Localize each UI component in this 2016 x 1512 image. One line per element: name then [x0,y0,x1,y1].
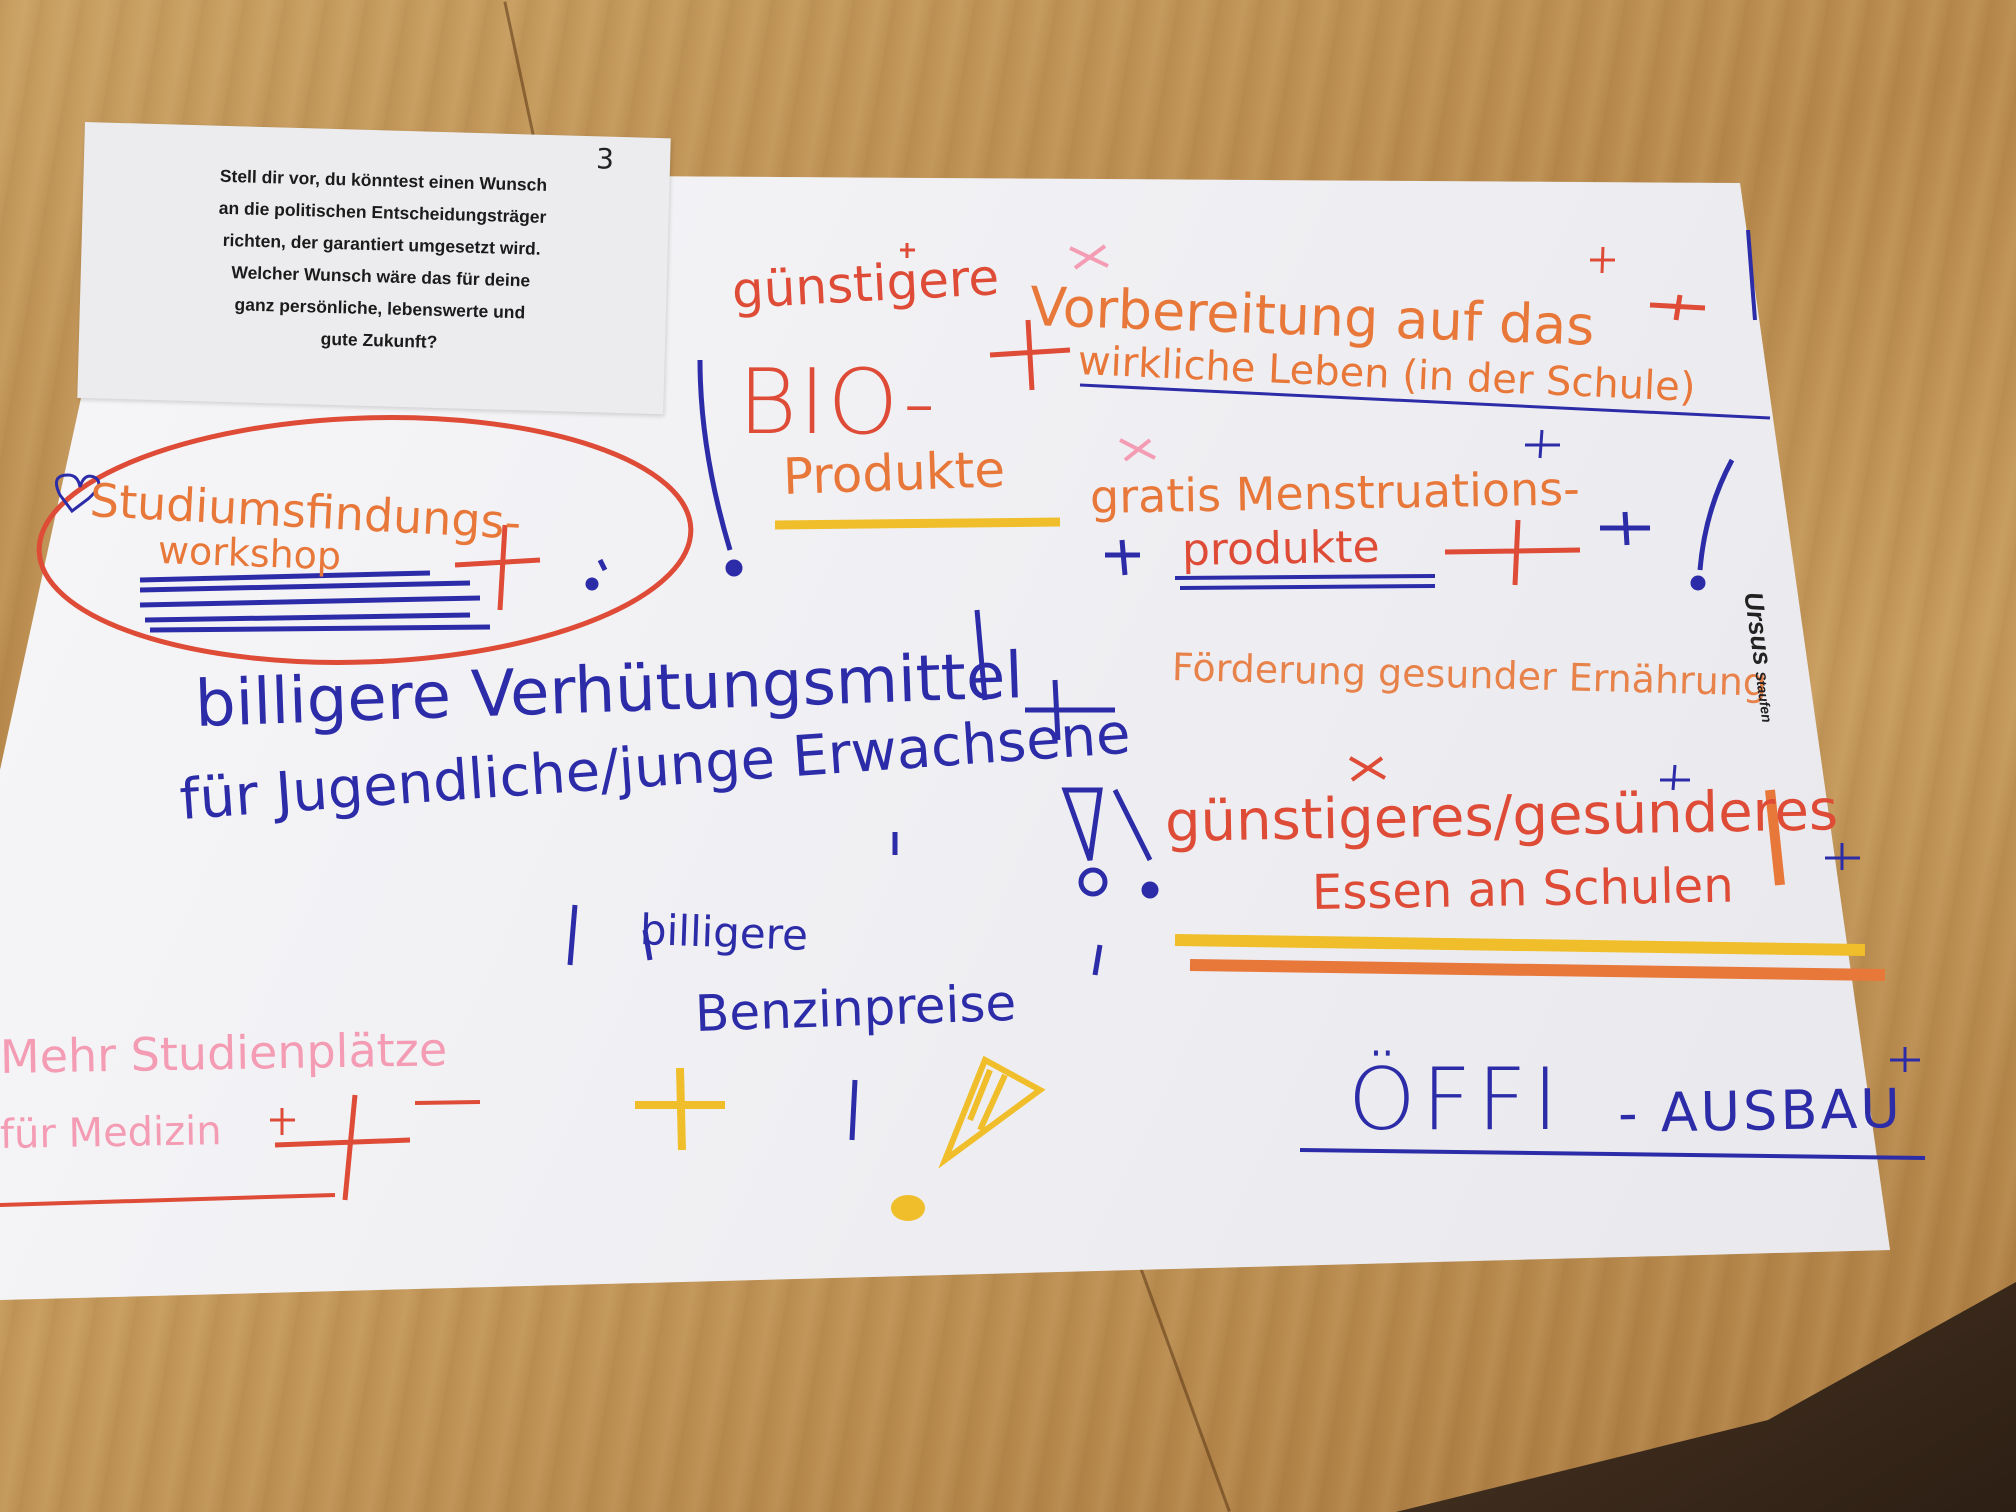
note-fuel-line2: Benzinpreise [693,973,1018,1043]
note-fuel-line1: billigere [639,905,809,960]
note-transit-main: ÖFFI [1348,1050,1564,1150]
note-bio-line2: BIO- [738,350,938,455]
workshop-underlines [139,570,491,633]
plus-votes [270,243,1920,1201]
note-bio-line3: Produkte [781,440,1006,506]
exclamation-marks [567,229,1757,1141]
note-transit-suffix: - AUSBAU [1617,1077,1904,1145]
food-underline-yellow [1174,934,1866,956]
note-medicine-line1: Mehr Studienplätze [0,1022,448,1084]
menstruation-underlines [1174,574,1436,590]
note-menstruation-line1: gratis Menstruations- [1089,461,1581,524]
food-exclamation [1765,789,1785,886]
food-underline-orange [1189,959,1886,981]
note-menstruation-line2: produkte [1181,521,1381,576]
heart-doodle [54,473,101,514]
note-food-line2: Essen an Schulen [1311,857,1735,921]
workshop-circle [36,415,694,665]
yellow-exclamation [891,1055,1046,1221]
school-underline [1079,383,1771,420]
cross-votes [1069,244,1386,782]
logo-product: Staufen [1752,670,1776,724]
note-food-line1: günstigeres/gesünderes [1164,778,1839,855]
note-medicine-line2: für Medizin [0,1108,223,1158]
medicine-underline [0,1193,336,1207]
contraception-exclamation [1061,787,1108,897]
transit-underline [1299,1148,1926,1160]
note-workshop-line2: workshop [157,528,342,579]
yellow-underline-bio [774,517,1061,530]
medicine-dash [414,1100,481,1105]
